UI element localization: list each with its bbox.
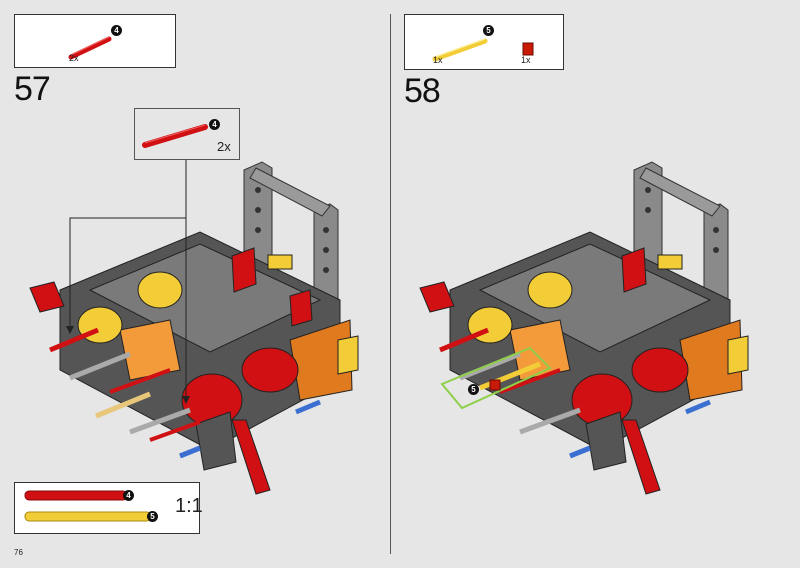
part-quantity: 2x (69, 53, 79, 63)
callout-arrows (69, 160, 187, 398)
axle-length-badge: 4 (111, 25, 122, 36)
part-quantity: 1x (433, 55, 443, 65)
scale-length-badge: 4 (123, 490, 134, 501)
callout-quantity: 2x (217, 139, 231, 154)
step57-number: 57 (14, 70, 51, 108)
scale-guide-box: 4 5 1:1 (14, 482, 203, 534)
red-axle-icon (68, 36, 112, 60)
step58-parts-box: 5 1x 1x (404, 14, 564, 70)
step57-parts-box: 4 2x (14, 14, 176, 68)
axle-length-badge: 5 (483, 25, 494, 36)
page-divider (390, 14, 391, 554)
axle-length-badge: 4 (209, 119, 220, 130)
axles (49, 327, 321, 459)
page-number: 76 (14, 548, 23, 557)
scale-length-badge: 5 (147, 511, 158, 522)
step58-number: 58 (404, 72, 441, 110)
axle-length-badge: 5 (468, 384, 479, 395)
step57-callout-box: 4 2x (134, 108, 240, 160)
scale-ratio: 1:1 (175, 495, 203, 517)
part-icons (432, 38, 534, 62)
part-quantity: 1x (521, 55, 531, 65)
step57-model-illustration (29, 160, 359, 495)
red-axle-icon (142, 124, 208, 148)
